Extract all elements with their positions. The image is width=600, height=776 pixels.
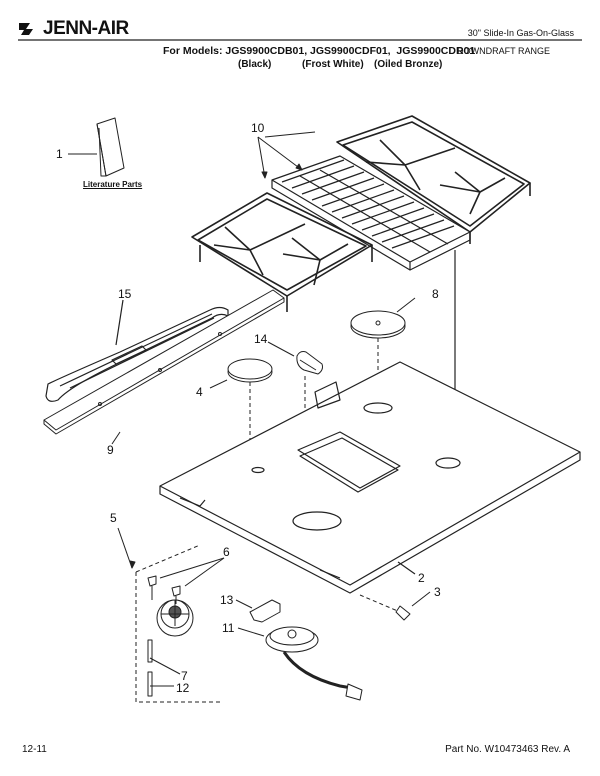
- callout-10-leaders: [257, 131, 316, 179]
- left-burner-grate: [191, 192, 373, 312]
- literature-parts-label: Literature Parts: [83, 180, 143, 189]
- callout-7: 7: [181, 669, 188, 683]
- mounting-screw: [359, 591, 431, 621]
- burner-bracket: [235, 599, 281, 623]
- finish-oiled-bronze: (Oiled Bronze): [374, 59, 443, 70]
- burner-with-tube: [237, 626, 363, 701]
- category-title: 30" Slide-In Gas-On-Glass: [467, 28, 574, 38]
- burner-cap-large: [350, 297, 416, 400]
- category-subtitle: DOWNDRAFT RANGE: [457, 46, 550, 56]
- cooktop-glass: [159, 361, 581, 594]
- brand-name: JENN-AIR: [43, 18, 129, 39]
- downdraft-grille: [271, 155, 471, 271]
- finish-frost-white: (Frost White): [302, 59, 364, 70]
- trim-bracket: [43, 289, 285, 445]
- callout-12: 12: [176, 681, 190, 695]
- jenn-air-logo: JENN-AIR: [18, 18, 129, 40]
- finish-black: (Black): [238, 59, 272, 70]
- callout-6: 6: [223, 545, 230, 559]
- callout-2: 2: [418, 571, 425, 585]
- models-line: For Models: JGS9900CDB01, JGS9900CDF01, …: [163, 45, 476, 57]
- callout-15: 15: [118, 287, 132, 301]
- part-number: Part No. W10473463 Rev. A: [445, 744, 570, 755]
- brand-mark-icon: [19, 23, 33, 35]
- callout-9: 9: [107, 443, 114, 457]
- literature-booklet: [68, 117, 125, 177]
- callout-4: 4: [196, 385, 203, 399]
- callout-11: 11: [222, 621, 235, 635]
- date-code: 12-11: [22, 744, 47, 755]
- callout-8: 8: [432, 287, 439, 301]
- callout-5: 5: [110, 511, 117, 525]
- callout-10: 10: [251, 121, 265, 135]
- burner-assembly: [117, 527, 225, 703]
- burner-cap-small: [209, 358, 273, 460]
- callout-3: 3: [434, 585, 441, 599]
- callout-14: 14: [254, 332, 268, 346]
- right-burner-grate: [336, 115, 531, 244]
- callout-1: 1: [56, 147, 63, 161]
- callout-13: 13: [220, 593, 234, 607]
- rear-trim: [45, 299, 229, 402]
